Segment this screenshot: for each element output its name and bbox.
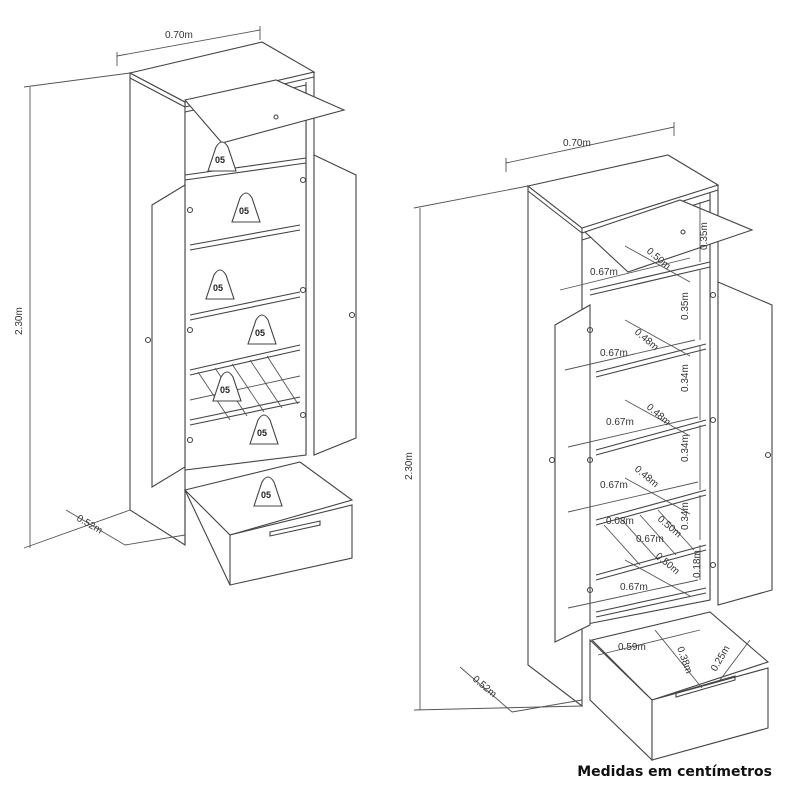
left-cabinet-left-door [151, 184, 186, 488]
compartment-height-label-5: 0.34m [680, 502, 691, 530]
left-cabinet: 05 05 05 05 05 05 05 [14, 26, 357, 586]
shelf-width-label-5: 0.67m [620, 582, 648, 593]
compartment-height-label-4: 0.34m [680, 434, 691, 462]
right-cabinet-drawer-front [651, 667, 769, 761]
left-width-label: 0.70m [165, 30, 193, 41]
left-cabinet-right-door [313, 154, 357, 456]
compartment-height-label-3: 0.34m [680, 364, 691, 392]
right-cabinet-shelves [589, 261, 711, 618]
left-cabinet-flap-door [183, 79, 346, 144]
wine-rack-height-label: 0.18m [692, 550, 703, 578]
left-cabinet-drawer-front [229, 504, 353, 586]
right-drawer-handle [675, 675, 736, 698]
shelf-width-label-1: 0.67m [590, 267, 618, 278]
right-cabinet-flap-door [583, 199, 754, 273]
wine-rack-depth-label: 0.08m [606, 516, 634, 527]
shelf-width-label-3: 0.67m [606, 417, 634, 428]
left-cabinet-interior [184, 84, 307, 471]
svg-text:05: 05 [213, 283, 223, 293]
upper-compartment-height-label: 0.35m [680, 292, 691, 320]
right-depth-label: 0.52m [470, 674, 498, 700]
shelf-width-label-2: 0.67m [600, 348, 628, 359]
weight-icon: 05 [247, 314, 277, 345]
svg-text:05: 05 [215, 155, 225, 165]
weight-icon: 05 [212, 371, 242, 402]
measurements-note: Medidas em centímetros [577, 764, 772, 780]
svg-text:05: 05 [239, 206, 249, 216]
left-height-label: 2.30m [14, 307, 25, 335]
left-dimension-lines [23, 26, 261, 549]
weight-icon: 05 [231, 192, 261, 223]
right-cabinet: 0.70m 2.30m 0.52m 0.35m 0.50m 0.67m 0.35… [404, 122, 773, 762]
right-width-label: 0.70m [563, 138, 591, 149]
shelf-width-label-4: 0.67m [600, 480, 628, 491]
top-compartment-height-label: 0.35m [699, 222, 710, 250]
svg-text:05: 05 [261, 490, 271, 500]
svg-text:05: 05 [255, 328, 265, 338]
right-cabinet-left-door [554, 304, 591, 643]
wine-rack-width-label: 0.67m [636, 534, 664, 545]
left-drawer-handle [269, 520, 321, 537]
left-depth-label: 0.52m [75, 513, 105, 536]
weight-icon: 05 [205, 269, 235, 300]
right-height-label: 2.30m [404, 452, 415, 480]
svg-text:05: 05 [257, 428, 267, 438]
weight-icon: 05 [207, 141, 237, 172]
svg-text:05: 05 [220, 385, 230, 395]
weight-icons: 05 05 05 05 05 05 05 [205, 141, 283, 507]
weight-icon: 05 [253, 476, 283, 507]
drawer-width-label: 0.59m [618, 642, 646, 653]
weight-icon: 05 [249, 414, 279, 445]
right-cabinet-right-door [717, 281, 773, 606]
right-dimension-lines [413, 122, 751, 713]
